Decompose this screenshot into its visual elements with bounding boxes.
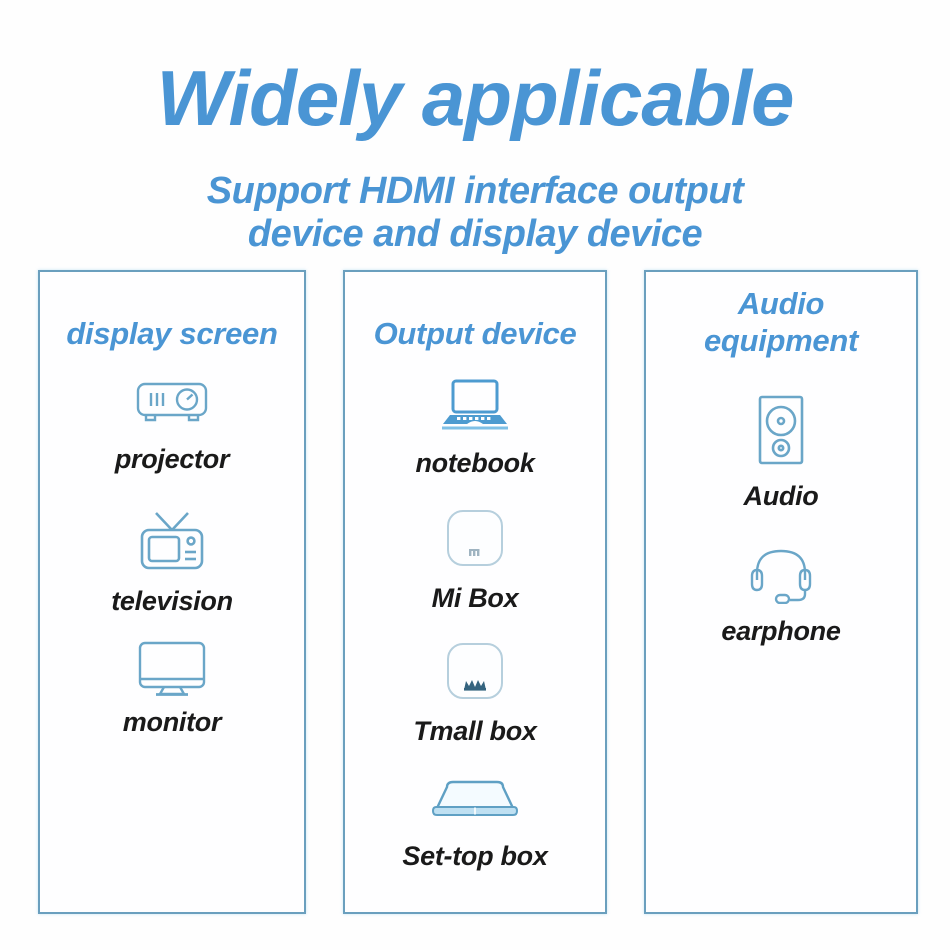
column-heading-line-2: equipment [703,323,859,358]
column-items-output-device: notebook M [345,376,605,872]
list-item-mi-box: Mi Box [345,507,605,614]
column-items-display-screen: projector televisi [40,376,304,738]
item-label-tmall-box: Tmall box [413,716,537,746]
column-heading-display-screen: display screen [66,316,278,351]
list-item-earphone: earphone [646,542,916,647]
mi-box-icon [345,507,605,571]
item-label-set-top-box: Set-top box [402,841,548,871]
subtitle-line-2: device and display device [247,213,703,255]
projector-icon [40,376,304,428]
tmall-box-icon [345,640,605,704]
column-audio-equipment: Audio equipment Audio [644,270,918,914]
column-heading-output-device: Output device [373,316,577,351]
list-item-monitor: monitor [40,639,304,738]
monitor-icon [40,639,304,699]
list-item-television: television [40,508,304,617]
item-label-projector: projector [114,444,230,474]
column-items-audio-equipment: Audio earphone [646,393,916,647]
item-label-audio: Audio [743,481,819,511]
list-item-tmall-box: Tmall box [345,640,605,747]
item-label-mi-box: Mi Box [431,583,519,613]
column-output-device: Output device [343,270,607,914]
list-item-notebook: notebook [345,376,605,479]
item-label-notebook: notebook [415,448,535,478]
subtitle-line-1: Support HDMI interface output [206,170,744,212]
list-item-set-top-box: Set-top box [345,777,605,872]
laptop-icon [345,376,605,434]
speaker-icon [646,393,916,467]
column-display-screen: display screen [38,270,306,914]
set-top-box-icon [345,777,605,825]
page-title: Widely applicable [156,54,795,142]
list-item-projector: projector [40,376,304,475]
item-label-earphone: earphone [721,616,841,646]
page-subtitle: Support HDMI interface output device and… [0,170,950,256]
item-label-monitor: monitor [122,707,222,737]
column-heading-audio-equipment: Audio equipment [646,272,916,359]
item-label-television: television [111,586,233,616]
headset-icon [646,542,916,605]
list-item-audio: Audio [646,393,916,512]
television-icon [40,508,304,574]
column-heading-line-1: Audio [737,286,825,321]
category-columns: display screen [38,270,918,914]
